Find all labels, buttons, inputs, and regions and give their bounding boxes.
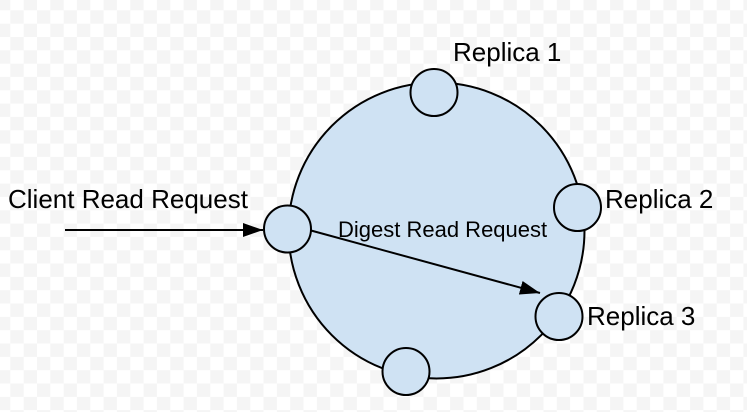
node-replica-3 <box>534 292 584 341</box>
node-replica-2 <box>553 183 602 232</box>
replica-3-label: Replica 3 <box>587 301 695 331</box>
replica-2-label: Replica 2 <box>605 184 713 214</box>
node-bottom <box>381 347 431 396</box>
digest-read-request-label: Digest Read Request <box>338 217 547 242</box>
node-replica-1 <box>409 68 459 117</box>
node-coordinator-left <box>263 204 312 254</box>
digest-read-arrow <box>310 229 541 295</box>
client-read-request-label: Client Read Request <box>8 184 249 214</box>
replica-1-label: Replica 1 <box>453 37 561 67</box>
